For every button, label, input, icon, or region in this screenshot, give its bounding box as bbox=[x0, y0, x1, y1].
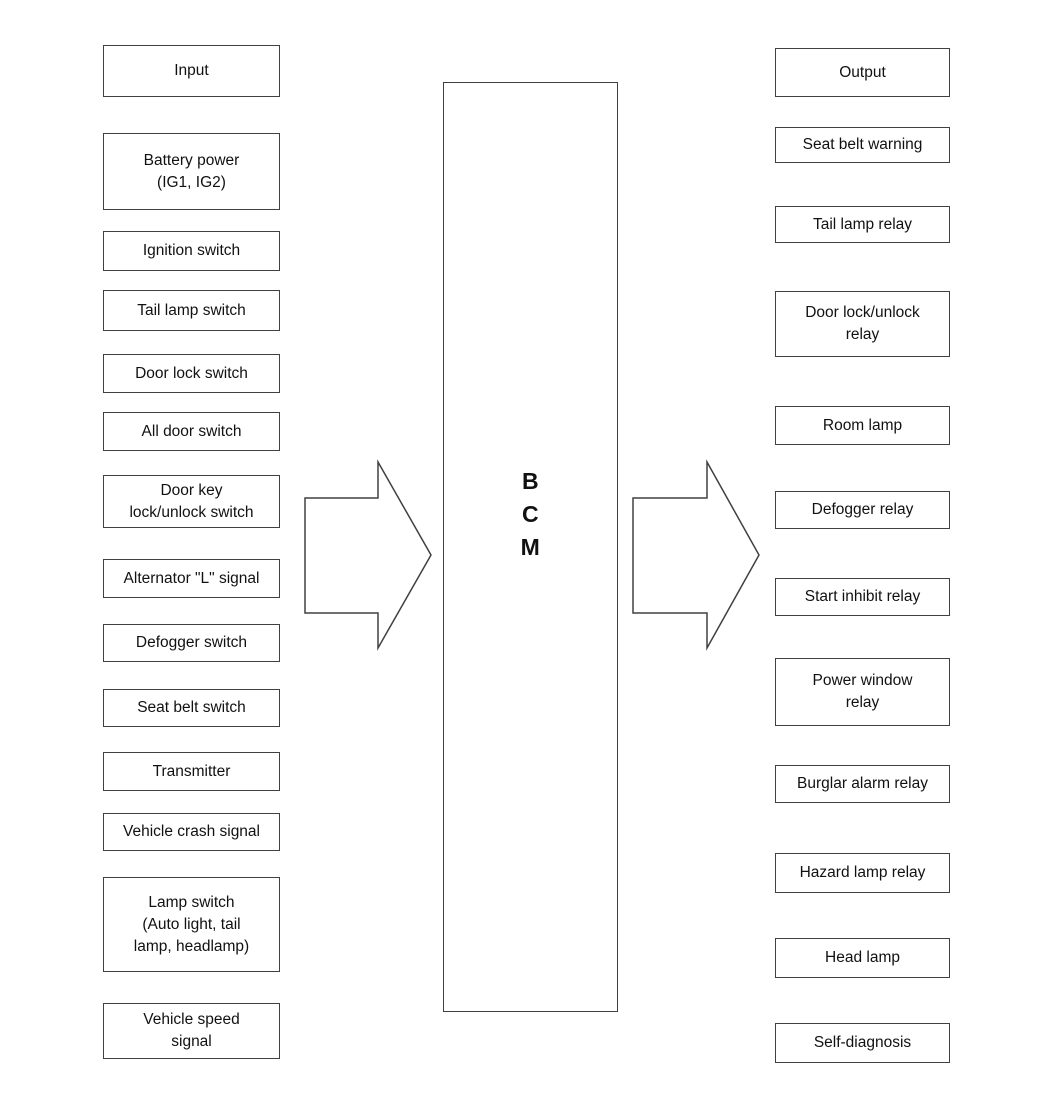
output-box-tail-lamp-relay: Tail lamp relay bbox=[775, 206, 950, 243]
input-box-battery-power: Battery power (IG1, IG2) bbox=[103, 133, 280, 210]
input-box-door-key-switch: Door key lock/unlock switch bbox=[103, 475, 280, 528]
output-box-defogger-relay: Defogger relay bbox=[775, 491, 950, 529]
output-box-door-lock-relay: Door lock/unlock relay bbox=[775, 291, 950, 357]
input-box-vehicle-speed: Vehicle speed signal bbox=[103, 1003, 280, 1059]
output-box-self-diagnosis: Self-diagnosis bbox=[775, 1023, 950, 1063]
input-box-alternator-signal: Alternator "L" signal bbox=[103, 559, 280, 598]
output-box-start-inhibit-relay: Start inhibit relay bbox=[775, 578, 950, 616]
input-box-defogger-switch: Defogger switch bbox=[103, 624, 280, 662]
input-header-box: Input bbox=[103, 45, 280, 97]
output-header-box: Output bbox=[775, 48, 950, 97]
input-box-ignition-switch: Ignition switch bbox=[103, 231, 280, 271]
output-box-hazard-lamp-relay: Hazard lamp relay bbox=[775, 853, 950, 893]
input-box-seat-belt-switch: Seat belt switch bbox=[103, 689, 280, 727]
input-box-door-lock-switch: Door lock switch bbox=[103, 354, 280, 393]
bcm-module-box bbox=[443, 82, 618, 1012]
output-box-head-lamp: Head lamp bbox=[775, 938, 950, 978]
output-box-power-window-relay: Power window relay bbox=[775, 658, 950, 726]
bcm-module-label: B C M bbox=[520, 468, 541, 560]
input-box-all-door-switch: All door switch bbox=[103, 412, 280, 451]
output-box-seat-belt-warning: Seat belt warning bbox=[775, 127, 950, 163]
output-box-burglar-alarm-relay: Burglar alarm relay bbox=[775, 765, 950, 803]
input-to-bcm-arrow-icon bbox=[304, 459, 432, 651]
input-box-vehicle-crash: Vehicle crash signal bbox=[103, 813, 280, 851]
input-box-tail-lamp-switch: Tail lamp switch bbox=[103, 290, 280, 331]
bcm-to-output-arrow-icon bbox=[632, 459, 760, 651]
input-box-lamp-switch: Lamp switch (Auto light, tail lamp, head… bbox=[103, 877, 280, 972]
input-box-transmitter: Transmitter bbox=[103, 752, 280, 791]
output-box-room-lamp: Room lamp bbox=[775, 406, 950, 445]
